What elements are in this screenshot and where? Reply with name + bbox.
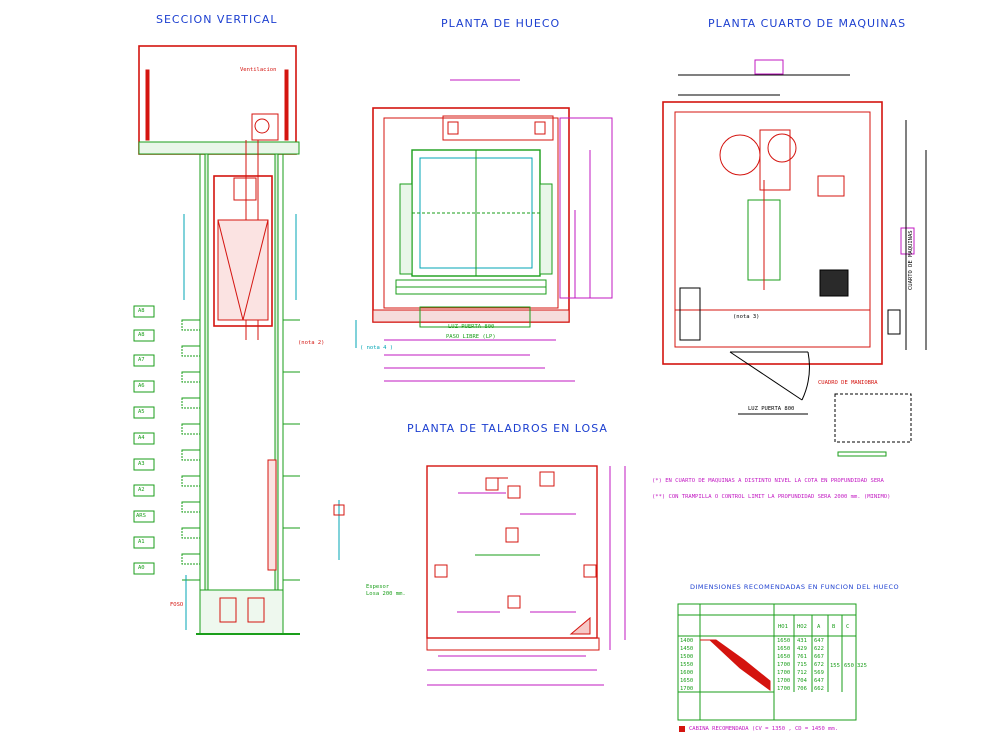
table-cell: 1700	[777, 678, 791, 684]
table-legend: CABINA RECOMENDADA (CV = 1350 , CD = 145…	[689, 726, 839, 732]
nota-2-label: (nota 2)	[298, 340, 325, 346]
table-row-label: 1500	[680, 654, 694, 660]
losa-label: Losa 200 mm.	[366, 591, 406, 597]
table-col-header: A	[817, 624, 821, 630]
floor-label: A3	[138, 461, 145, 467]
floor-label: A4	[138, 435, 145, 441]
table-row-label: 1450	[680, 646, 694, 652]
planta-cuarto-drawing	[662, 59, 927, 457]
floor-label: A7	[138, 357, 145, 363]
floor-label: A5	[138, 409, 145, 415]
note-1: (*) EN CUARTO DE MAQUINAS A DISTINTO NIV…	[652, 478, 884, 484]
table-row-label: 1600	[680, 670, 694, 676]
planta-taladros-title: PLANTA DE TALADROS EN LOSA	[407, 422, 608, 435]
table-cell: 431	[797, 638, 807, 644]
table-cell: 650	[844, 663, 854, 669]
table-col-header: HO2	[797, 624, 807, 630]
note-2: (**) CON TRAMPILLA O CONTROL LIMIT LA PR…	[652, 494, 891, 500]
table-cell: 1650	[777, 638, 791, 644]
table-cell: 706	[797, 686, 807, 692]
floor-label: A6	[138, 383, 145, 389]
hueco-door-label: LUZ PUERTA 800	[448, 324, 495, 330]
cuarto-door-label: LUZ PUERTA 800	[748, 406, 795, 412]
floor-label: A8	[138, 308, 145, 314]
table-cell: 715	[797, 662, 807, 668]
planta-hueco-drawing	[355, 79, 613, 382]
table-cell: 622	[814, 646, 824, 652]
table-cell: 1700	[777, 686, 791, 692]
seccion-vertical-title: SECCION VERTICAL	[156, 13, 278, 26]
cuarto-maquinas-label: CUARTO DE MAQUINAS	[908, 230, 914, 290]
dimensiones-title: DIMENSIONES RECOMENDADAS EN FUNCION DEL …	[690, 583, 900, 591]
table-cell: 712	[797, 670, 807, 676]
table-legend-swatch	[679, 726, 685, 732]
table-col-header: C	[846, 624, 850, 630]
ventilacion-label: Ventilacion	[240, 67, 277, 73]
table-cell: 1650	[777, 654, 791, 660]
floor-label: ARS	[136, 513, 146, 519]
planta-taladros-drawing	[426, 465, 626, 686]
table-col-header: HO1	[778, 624, 788, 630]
table-cell: 569	[814, 670, 824, 676]
table-cell: 761	[797, 654, 807, 660]
table-cell: 325	[857, 663, 867, 669]
floor-label: A0	[138, 565, 145, 571]
vertical-section-drawing	[133, 45, 345, 635]
table-cell: 672	[814, 662, 824, 668]
foso-label: FOSO	[170, 602, 184, 608]
table-cell: 1700	[777, 670, 791, 676]
floor-label: A8	[138, 332, 145, 338]
dimension-table-grid	[677, 603, 857, 721]
table-cell: 647	[814, 678, 824, 684]
table-cell: 1650	[777, 646, 791, 652]
floor-label: A1	[138, 539, 145, 545]
espesor-label: Espesor	[366, 584, 390, 590]
table-row-label: 1550	[680, 662, 694, 668]
table-cell: 429	[797, 646, 807, 652]
cuadro-label: CUADRO DE MANIOBRA	[818, 380, 878, 386]
table-cell: 155	[830, 663, 840, 669]
table-cell: 704	[797, 678, 807, 684]
floor-label: A2	[138, 487, 145, 493]
table-row-label: 1650	[680, 678, 694, 684]
hueco-nota-4-label: ( nota 4 )	[360, 345, 394, 351]
planta-hueco-title: PLANTA DE HUECO	[441, 17, 561, 30]
planta-cuarto-title: PLANTA CUARTO DE MAQUINAS	[708, 17, 907, 30]
table-row-label: 1700	[680, 686, 694, 692]
table-col-header: B	[832, 624, 836, 630]
table-row-label: 1400	[680, 638, 694, 644]
hueco-paso-libre-label: PASO LIBRE (LP)	[446, 334, 496, 340]
cuarto-nota-3-label: (nota 3)	[733, 314, 760, 320]
table-cell: 662	[814, 686, 824, 692]
table-cell: 667	[814, 654, 824, 660]
table-cell: 647	[814, 638, 824, 644]
table-cell: 1700	[777, 662, 791, 668]
